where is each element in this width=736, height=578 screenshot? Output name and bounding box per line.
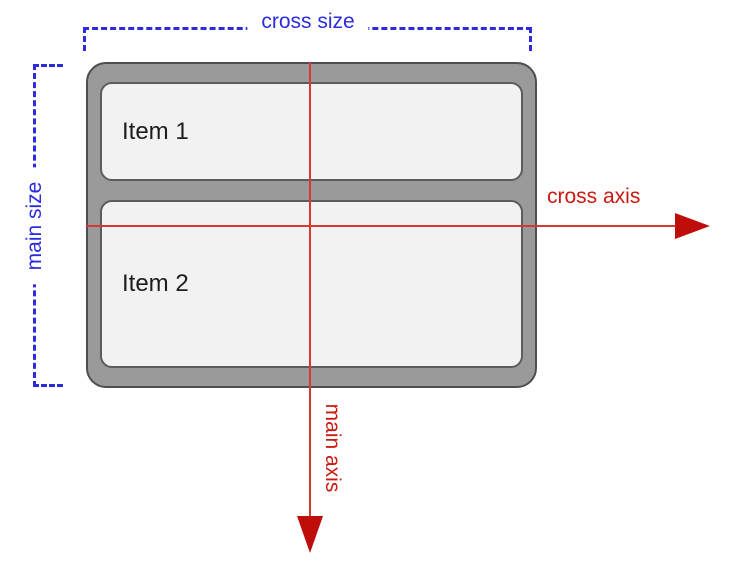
flex-item-2-label: Item 2 xyxy=(122,270,189,297)
cross-axis-line xyxy=(86,225,676,227)
flex-item-1-label: Item 1 xyxy=(122,117,189,145)
cross-size-label: cross size xyxy=(247,10,369,34)
cross-axis-arrowhead-icon xyxy=(675,213,710,239)
main-axis-line xyxy=(309,62,311,517)
flex-item-1: Item 1 xyxy=(100,82,523,181)
main-size-label: main size xyxy=(23,167,47,285)
flex-item-2: Item 2 xyxy=(100,200,523,368)
main-axis-arrowhead-icon xyxy=(297,516,323,553)
main-axis-label: main axis xyxy=(321,403,344,493)
cross-axis-label: cross axis xyxy=(547,185,641,208)
